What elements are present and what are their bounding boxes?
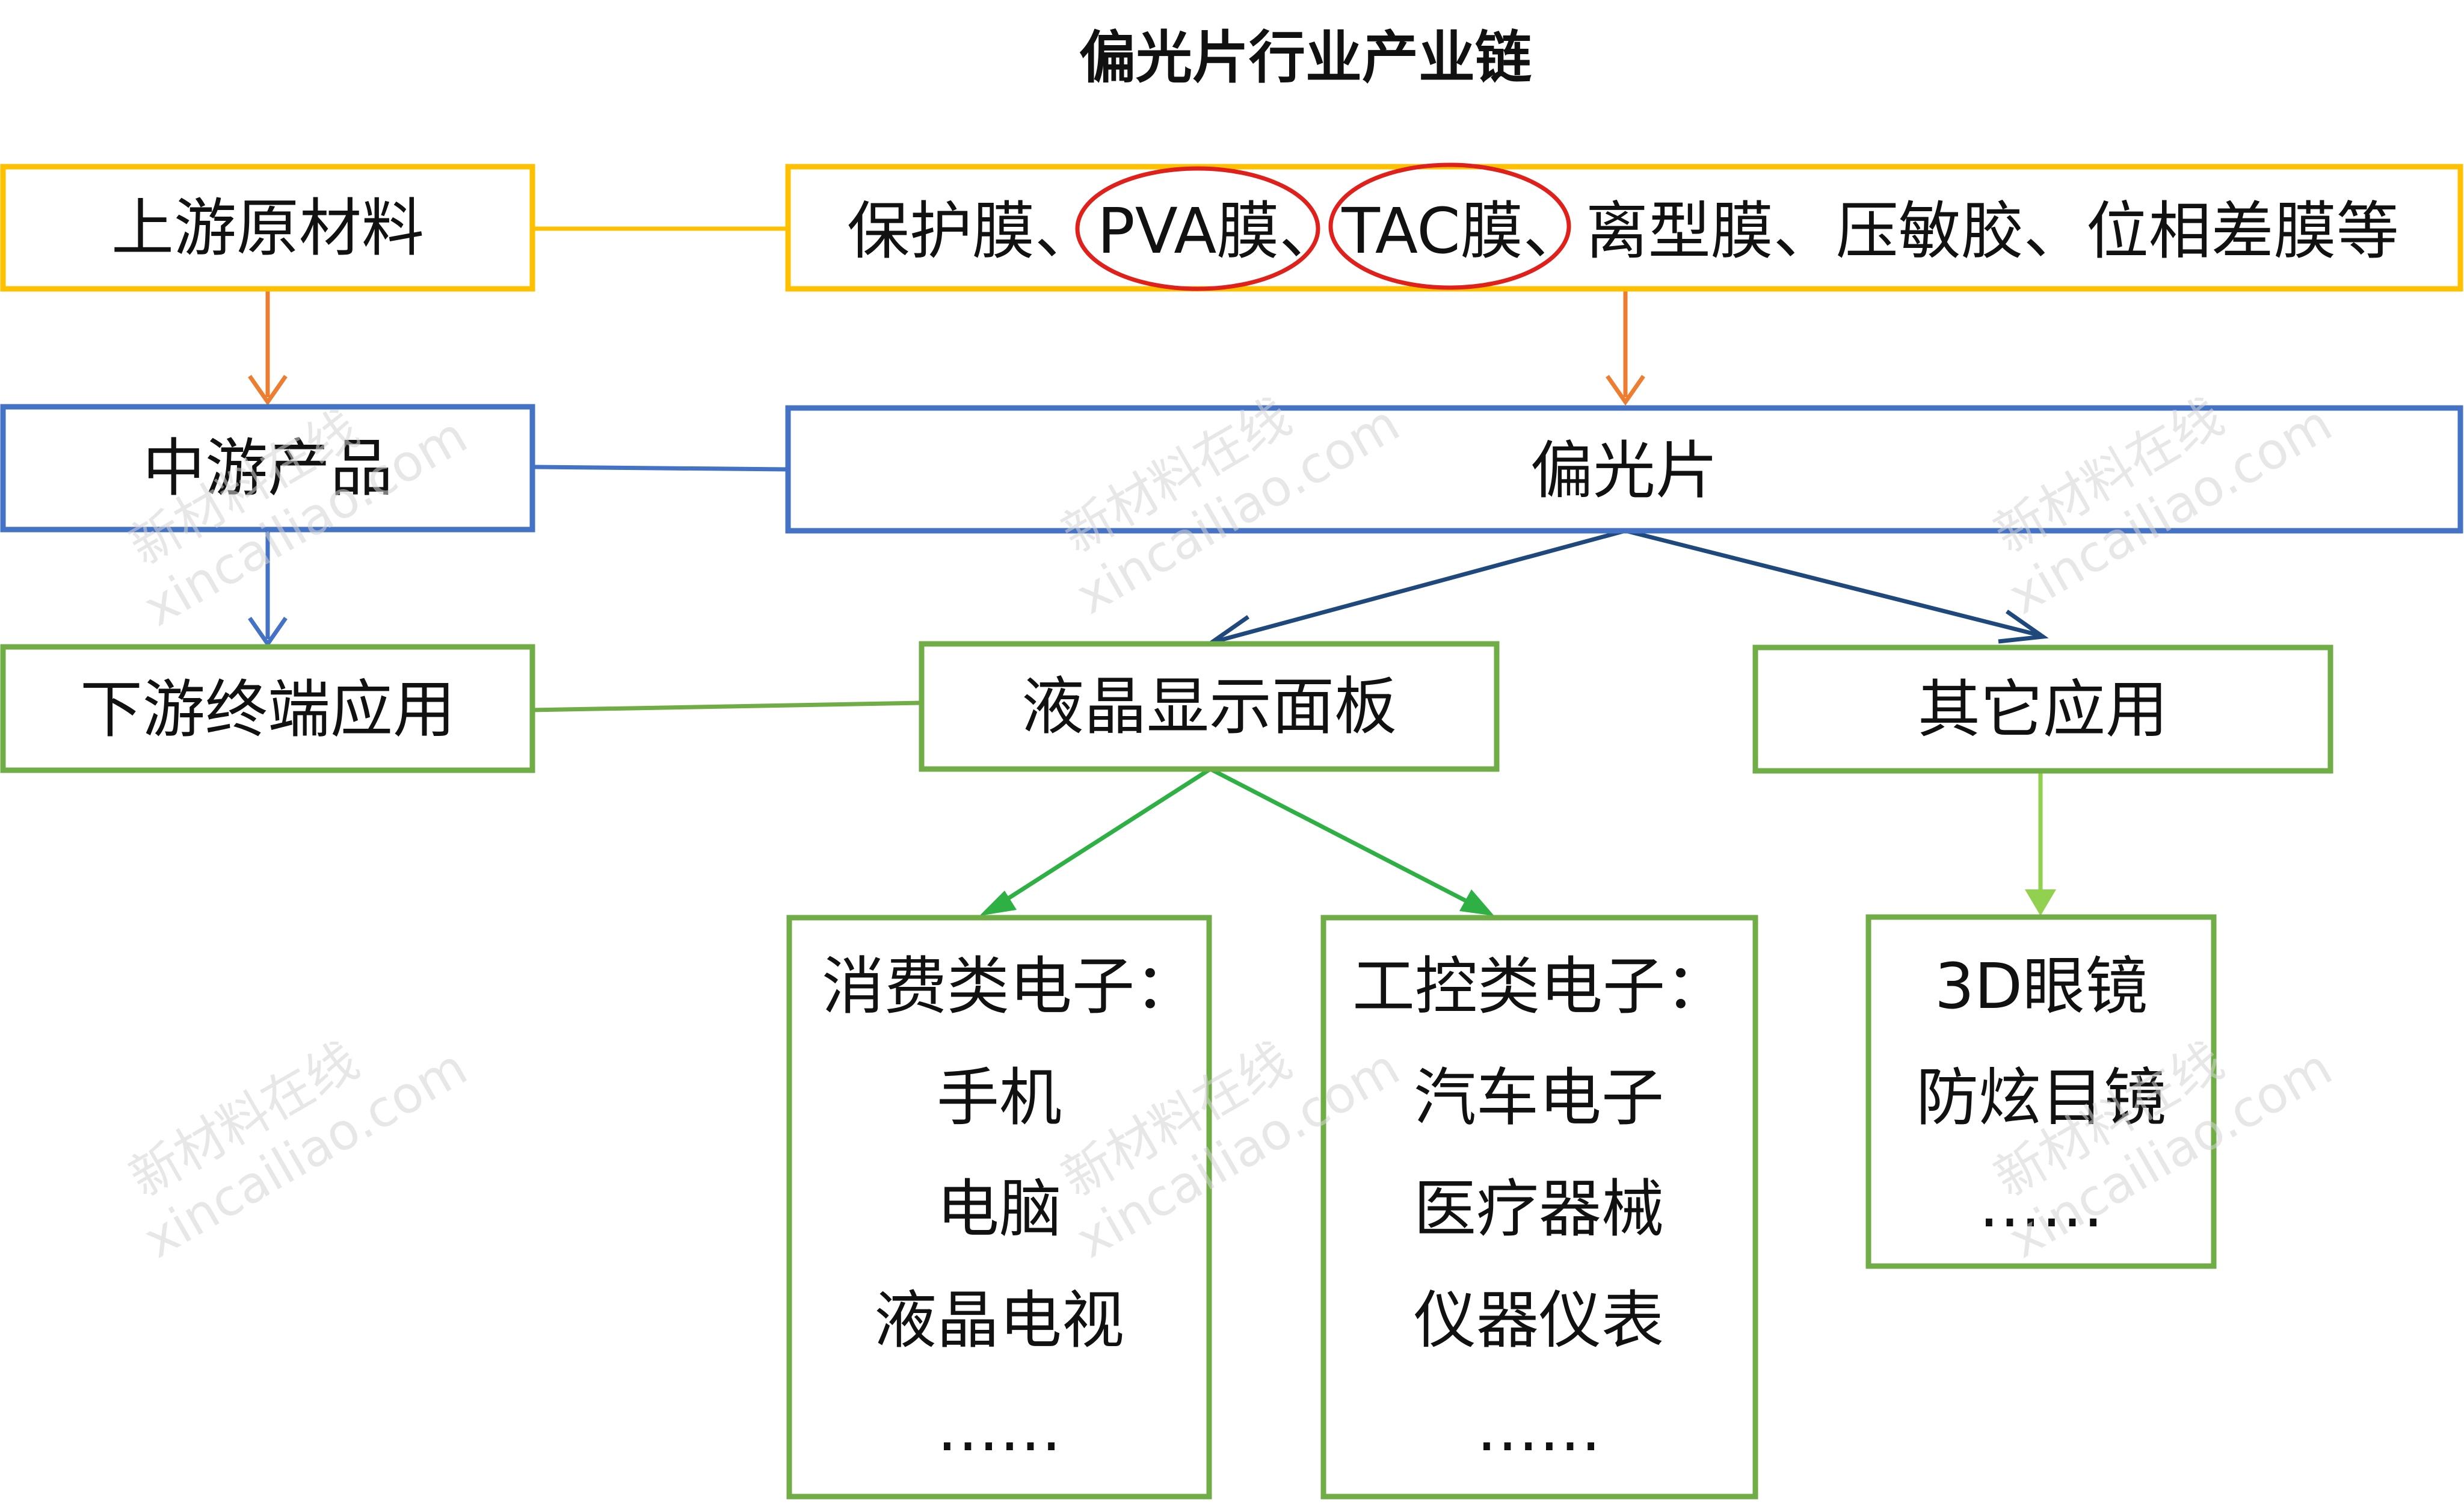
downstream-box [0,644,535,773]
consumer-item-computer: 电脑 [937,1172,1062,1246]
arrow-lcd-to-industrial [1209,767,1487,913]
other-applications-label: 其它应用 [1918,673,2168,746]
arrow-upstream-to-midstream [248,290,288,406]
lcd-panel-box [919,641,1500,772]
industrial-item-more: …… [1476,1392,1601,1465]
industrial-item-medical: 医疗器械 [1414,1172,1664,1246]
diagram-title: 偏光片行业产业链 [1079,25,1532,91]
consumer-heading: 消费类电子： [822,950,1197,1023]
lcd-panel-label: 液晶显示面板 [1021,670,1397,743]
consumer-electronics-box [786,915,1212,1500]
upstream-label: 上游原材料 [111,191,424,265]
arrow-materials-to-product [1606,290,1645,406]
midstream-box [0,404,535,533]
arrowhead-other-items [2025,889,2056,916]
product-label: 偏光片 [1530,434,1718,507]
tac-film-text: TAC膜 [1341,194,1523,268]
materials-box [785,164,2463,292]
arrow-midstream-to-downstream [248,530,288,648]
arrowhead-consumer [979,891,1017,916]
industrial-item-instruments: 仪器仪表 [1414,1284,1664,1357]
materials-text: 保护膜、PVA膜、TAC膜、离型膜、压敏胶、位相差膜等 [847,194,2399,268]
consumer-item-lcd-tv: 液晶电视 [874,1284,1124,1357]
downstream-label: 下游终端应用 [80,673,455,746]
arrow-product-to-other [1625,528,2049,644]
upstream-box [0,164,535,292]
other-item-3d-glasses: 3D眼镜 [1935,950,2148,1023]
other-applications-box [1752,644,2333,774]
pva-film-text: PVA膜 [1097,194,1279,268]
arrowhead-industrial [1459,889,1494,916]
protective-film-text: 保护膜、 [847,194,1097,268]
other-materials-text: 离型膜、压敏胶、位相差膜等 [1586,194,2399,268]
consumer-item-more: …… [937,1392,1062,1465]
industrial-electronics-box [1320,915,1758,1500]
industrial-heading: 工控类电子： [1352,950,1728,1023]
other-item-more: …… [1979,1168,2104,1241]
arrow-lcd-to-consumer [985,767,1212,914]
consumer-item-phone: 手机 [937,1061,1062,1134]
connector-midstream [532,465,789,472]
connector-downstream [532,700,922,712]
other-item-anti-glare: 防炫目镜 [1916,1061,2166,1134]
arrow-product-to-lcd [1206,528,1626,649]
other-items-box [1865,914,2217,1269]
product-box [785,405,2463,534]
tac-film-highlight [1328,162,1571,290]
watermark-4: 新材料在线 xincailiao.com [120,1031,476,1270]
pva-film-highlight [1075,166,1320,291]
midstream-label: 中游产品 [143,431,393,505]
industrial-item-auto: 汽车电子 [1414,1061,1664,1134]
